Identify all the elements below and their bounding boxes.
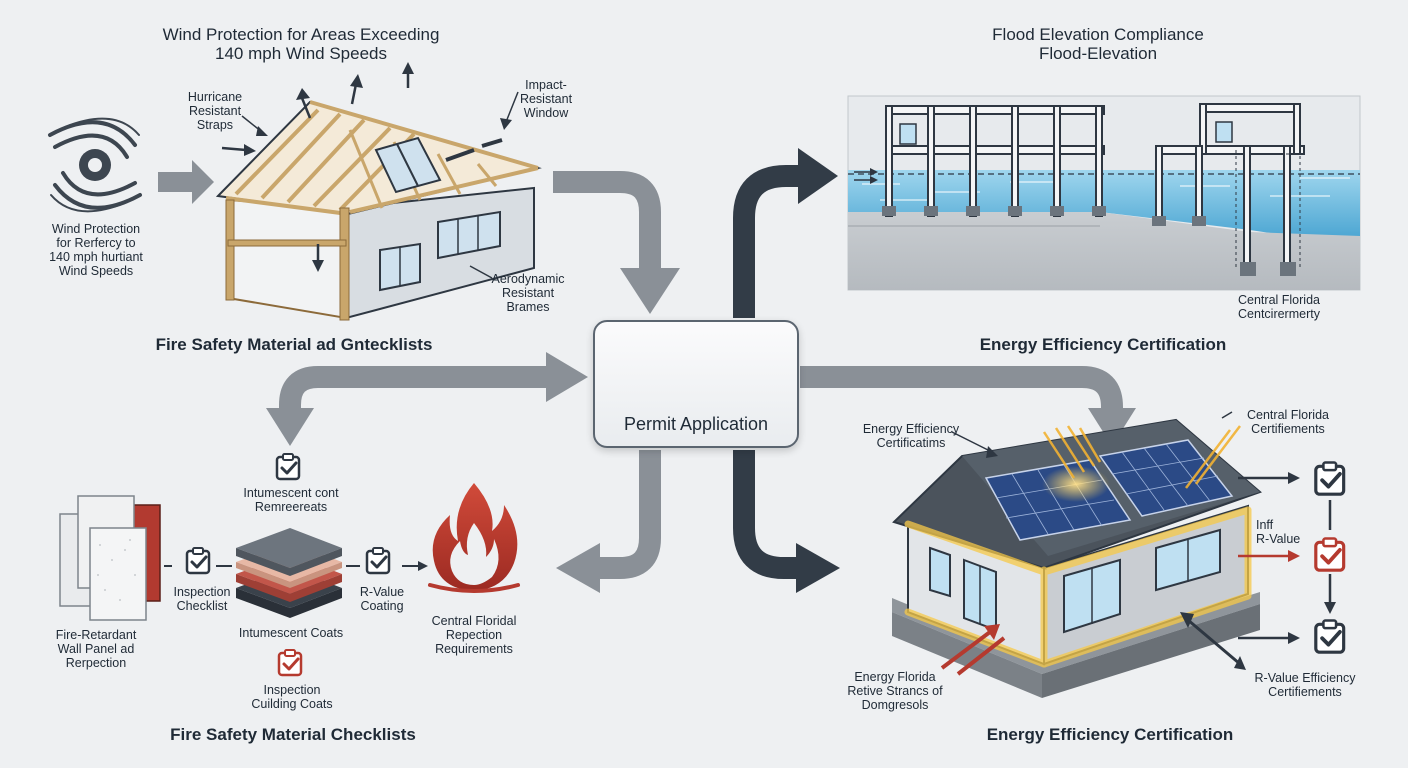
flood-title: Flood Elevation Compliance Flood-Elevati… [992, 25, 1204, 64]
central-florida-certs-label: Central Florida Certifiements [1247, 408, 1329, 436]
checklist-icon [1314, 461, 1346, 496]
arrow-wind-force [158, 160, 214, 204]
wind-title: Wind Protection for Areas Exceeding 140 … [162, 25, 440, 64]
flame-icon [428, 483, 520, 593]
checklist-icon [1314, 619, 1346, 654]
central-florida-rejection-label: Central Floridal Repection Requirements [431, 614, 517, 656]
arrow-to-fire-upper [279, 366, 548, 410]
intumescent-layers [236, 528, 342, 618]
connector-arrows [266, 148, 1136, 593]
permit-application-node: Permit Application [593, 320, 799, 448]
checklist-icon [277, 649, 303, 677]
arrow-permit-to-energy-lower [733, 450, 798, 579]
arrow-head [546, 352, 588, 402]
energy-florida-note: Energy Florida Retive Strancs of Domgres… [847, 670, 943, 712]
energy-lower-heading: Energy Efficiency Certification [986, 725, 1234, 744]
fire-lower-heading: Fire Safety Material Checklists [170, 725, 416, 744]
inf-r-value-label: Inff R-Value [1256, 518, 1301, 546]
arrow-permit-to-fire [598, 450, 661, 579]
arrow-head [620, 268, 680, 314]
inspection-checklist-label: Inspection Checklist [173, 585, 231, 613]
arrow-permit-to-energy [800, 366, 1123, 410]
arrow-permit-to-flood [733, 165, 800, 318]
arrow-wind-to-permit [553, 171, 661, 270]
wood-frame-house [215, 62, 542, 321]
checklist-icon [185, 547, 211, 575]
arrow-to-flame [402, 561, 428, 571]
energy-certifications-note: Energy Efficiency Certificatims [862, 422, 960, 450]
arrow-head [796, 543, 840, 593]
wind-side-note: Wind Protection for Rerfercy to 140 mph … [49, 222, 143, 278]
checklist-icon [1314, 537, 1346, 572]
fire-upper-heading: Fire Safety Material ad Gntecklists [155, 335, 433, 354]
hurricane-icon [48, 117, 142, 213]
arrow-head [266, 408, 314, 446]
flood-scene [847, 95, 1361, 291]
r-value-certs-label: R-Value Efficiency Certifiements [1254, 671, 1356, 699]
hurricane-straps-label: Hurricane Resistant Straps [187, 90, 243, 132]
arrow-head [798, 148, 838, 204]
energy-checklists [1238, 472, 1336, 644]
checklist-icon [275, 453, 301, 481]
r-value-coating-label: R-Value Coating [359, 585, 405, 613]
central-florida-flood-label: Central Florida Centcirermerty [1238, 293, 1320, 321]
checklist-icon [365, 547, 391, 575]
arrow-head [1088, 408, 1136, 446]
sun-ray-icon [1042, 425, 1241, 489]
fire-panels [59, 495, 161, 621]
intumescent-coats-label: Intumescent Coats [238, 626, 344, 640]
intumescent-top-label: Intumescent cont Remreereats [243, 486, 339, 514]
fire-wall-panel-label: Fire-Retardant Wall Panel ad Rerpection [55, 628, 137, 670]
inspection-building-label: Inspection Cuilding Coats [251, 683, 333, 711]
energy-upper-heading: Energy Efficiency Certification [979, 335, 1227, 354]
arrow-head [556, 543, 600, 593]
impact-window-label: Impact- Resistant Window [519, 78, 573, 120]
energy-house [892, 411, 1262, 698]
aero-frames-label: Aerodynamic Resistant Brames [491, 272, 565, 314]
permit-application-label: Permit Application [623, 414, 769, 434]
